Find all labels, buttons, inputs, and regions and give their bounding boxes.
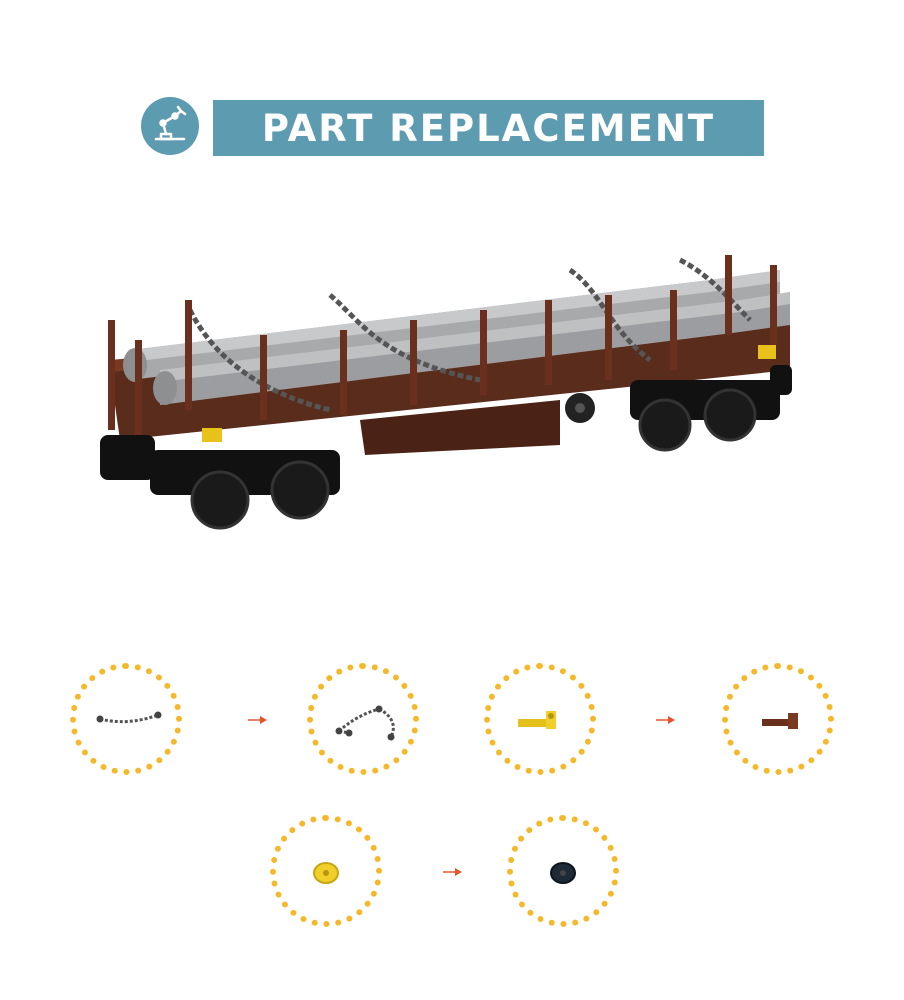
arrow-right-icon bbox=[443, 868, 462, 876]
black-wheel-icon bbox=[550, 862, 576, 884]
long-chain-icon bbox=[335, 705, 395, 741]
yellow-wheel-icon bbox=[313, 862, 339, 884]
arrow-right-icon bbox=[248, 716, 267, 724]
header-banner: PART REPLACEMENT bbox=[213, 100, 764, 156]
part-to-long-chain bbox=[307, 663, 419, 775]
short-chain-icon bbox=[96, 711, 162, 724]
part-to-black-wheel bbox=[507, 815, 619, 927]
brown-lever-icon bbox=[762, 713, 798, 729]
arrow-right-icon bbox=[656, 716, 675, 724]
part-from-yellow-lever bbox=[484, 663, 596, 775]
part-to-brown-lever bbox=[722, 663, 834, 775]
robot-arm-icon bbox=[154, 105, 187, 141]
header-badge bbox=[141, 97, 199, 155]
train-flatcar-image bbox=[100, 255, 792, 530]
part-from-yellow-wheel bbox=[270, 815, 382, 927]
page-title: PART REPLACEMENT bbox=[261, 106, 716, 150]
part-from-short-chain bbox=[70, 663, 182, 775]
yellow-lever-icon bbox=[518, 711, 556, 729]
